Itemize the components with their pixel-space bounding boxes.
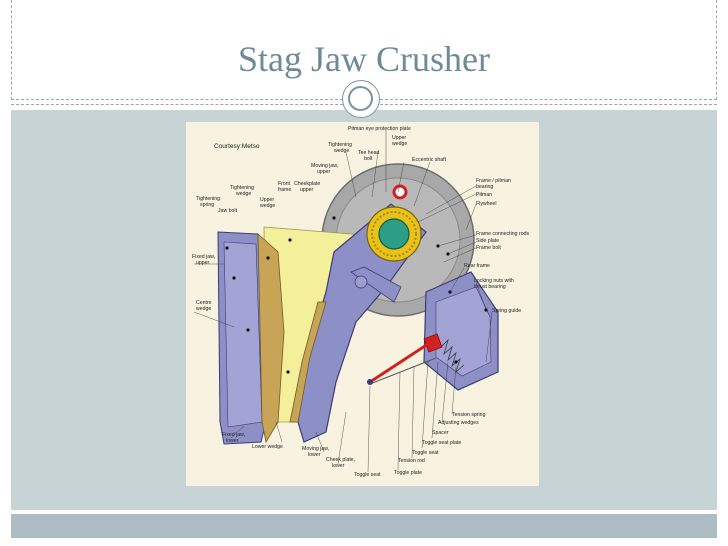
label-centre-wedge-2: wedge bbox=[196, 306, 211, 312]
eccentric-shaft-shape bbox=[378, 218, 410, 250]
label-lower-wedge: Lower wedge bbox=[252, 444, 283, 450]
courtesy-label: Courtesy:Metso bbox=[214, 143, 260, 150]
label-tee-head-bolt-2: bolt bbox=[364, 156, 373, 162]
label-upper-wedge-left-2: wedge bbox=[260, 203, 275, 209]
label-fixed-jaw-lower-2: lower bbox=[226, 438, 239, 444]
label-tightening-spring-2: spring bbox=[200, 202, 214, 208]
label-frame-pitman-bearing-1: Frame / pitman bbox=[476, 178, 511, 184]
label-fixed-jaw-upper-1: Fixed jaw, bbox=[192, 254, 215, 260]
label-upper-wedge-left-1: Upper bbox=[260, 197, 274, 203]
label-centre-wedge-1: Centre bbox=[196, 300, 212, 306]
label-tightening-spring-1: Tightening bbox=[196, 196, 220, 202]
right-dashed-rule bbox=[716, 0, 717, 100]
label-fixed-jaw-upper-2: upper bbox=[196, 260, 210, 266]
label-rear-frame: Rear frame bbox=[464, 263, 490, 269]
label-tightening-wedge-left-1: Tightening bbox=[230, 185, 254, 191]
label-moving-jaw-upper-1: Moving jaw, bbox=[311, 163, 338, 169]
label-tightening-wedge-top-2: wedge bbox=[334, 148, 349, 154]
label-locking-nuts-1: Locking nuts with bbox=[474, 278, 514, 284]
left-dashed-rule bbox=[11, 0, 12, 100]
label-frame-pitman-bearing-2: bearing bbox=[476, 184, 493, 190]
label-toggle-seat-bottom: Toggle seat bbox=[354, 472, 381, 478]
label-tightening-wedge-top-1: Tightening bbox=[328, 142, 352, 148]
footer-bar bbox=[11, 514, 717, 538]
label-jaw-bolt: Jaw bolt bbox=[218, 208, 238, 214]
label-adjusting-wedges: Adjusting wedges bbox=[438, 420, 479, 426]
label-side-plate: Side plate bbox=[476, 238, 499, 244]
label-toggle-seat-plate: Toggle seat plate bbox=[422, 440, 461, 446]
toggle-plate-shape bbox=[369, 342, 429, 384]
tension-spring-shape bbox=[440, 338, 465, 374]
label-moving-jaw-lower-1: Moving jaw, bbox=[302, 446, 329, 452]
label-fixed-jaw-lower-1: Fixed jaw, bbox=[222, 432, 245, 438]
jaw-crusher-diagram: Courtesy:Metso Pitman eye protection pla… bbox=[186, 122, 539, 486]
label-toggle-plate: Toggle plate bbox=[394, 470, 422, 476]
label-upper-wedge-top-2: wedge bbox=[392, 141, 407, 147]
label-tension-spring: Tension spring bbox=[452, 412, 486, 418]
circle-ornament-inner bbox=[348, 86, 373, 111]
label-pitman: Pitman bbox=[476, 192, 492, 198]
label-frame-connecting-rods: Frame connecting rods bbox=[476, 231, 529, 237]
label-tee-head-bolt-1: Tee head bbox=[358, 150, 379, 156]
label-flywheel: Flywheel bbox=[476, 201, 496, 207]
fixed-jaw-shape bbox=[257, 233, 285, 444]
circle-ornament-icon bbox=[342, 80, 380, 118]
label-spring-guide: Spring guide bbox=[492, 308, 521, 314]
label-frame-bolt: Frame bolt bbox=[476, 245, 501, 251]
label-front-frame-1: Front bbox=[278, 181, 291, 187]
label-toggle-seat-right: Toggle seat bbox=[412, 450, 439, 456]
label-spacer: Spacer bbox=[432, 430, 449, 436]
label-cheekplate-upper-1: Cheekplate bbox=[294, 181, 320, 187]
label-cheek-plate-lower-2: lower bbox=[332, 463, 345, 469]
slide-title: Stag Jaw Crusher bbox=[238, 39, 490, 79]
label-moving-jaw-lower-2: lower bbox=[308, 452, 321, 458]
label-moving-jaw-upper-2: upper bbox=[317, 169, 331, 175]
crusher-drawing: Courtesy:Metso Pitman eye protection pla… bbox=[192, 126, 529, 478]
label-locking-nuts-2: thrust bearing bbox=[474, 284, 506, 290]
label-pitman-eye-protection-plate: Pitman eye protection plate bbox=[348, 126, 411, 132]
label-cheekplate-upper-2: upper bbox=[300, 187, 314, 193]
label-cheek-plate-lower-1: Cheek plate, bbox=[326, 457, 355, 463]
label-upper-wedge-top-1: Upper bbox=[392, 135, 406, 141]
label-front-frame-2: frame bbox=[278, 187, 291, 193]
label-tension-rod: Tension rod bbox=[398, 458, 425, 464]
label-tightening-wedge-left-2: wedge bbox=[236, 191, 251, 197]
label-eccentric-shaft: Eccentric shaft bbox=[412, 157, 447, 163]
